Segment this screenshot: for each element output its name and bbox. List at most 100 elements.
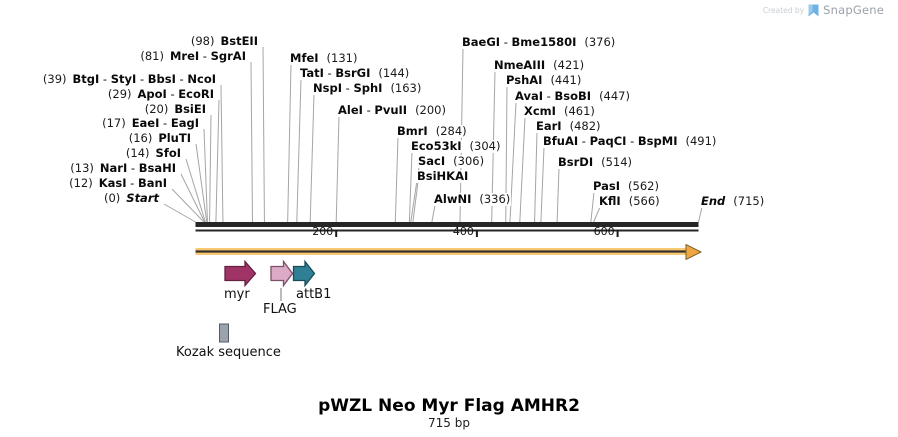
site-position: (447)	[599, 89, 630, 103]
restriction-site-label: Eco53kI(304)	[410, 140, 502, 153]
enzyme-names: PasI	[593, 179, 621, 193]
feature-label-flag: FLAG	[263, 302, 297, 317]
restriction-site-label: AleI - PvuII(200)	[337, 104, 447, 117]
site-leader-line	[296, 78, 302, 223]
site-position: (144)	[378, 66, 410, 80]
restriction-site-label: (81) MreI - SgrAI	[139, 50, 247, 63]
site-position: (98)	[190, 34, 215, 48]
site-leader-line	[262, 46, 265, 223]
restriction-site-label: PshAI(441)	[505, 73, 583, 87]
enzyme-names: BaeGI - Bme1580I	[462, 35, 577, 49]
enzyme-names: BmrI	[397, 124, 428, 138]
enzyme-names: TatI - BsrGI	[300, 66, 371, 80]
plasmid-length: 715 bp	[428, 416, 470, 430]
restriction-site-label: EarI(482)	[535, 120, 602, 133]
restriction-site-label: BmrI (284)	[396, 125, 468, 138]
site-leader-line	[180, 173, 206, 223]
enzyme-names: NspI - SphI	[313, 81, 383, 95]
site-position: (17)	[102, 116, 126, 130]
restriction-site-label: AvaI - BsoBI (447)	[514, 90, 631, 103]
restriction-site-label: MfeI(131)	[289, 51, 359, 65]
site-position: (482)	[569, 119, 601, 133]
restriction-site-label: SacI (306)	[417, 154, 486, 168]
restriction-site-label: AlwNI(336)	[433, 192, 512, 206]
feature-arrow-myr	[224, 259, 257, 288]
enzyme-names: KflI	[599, 194, 621, 208]
enzyme-names: SfoI	[155, 146, 181, 160]
restriction-site-label: (29)ApoI - EcoRI	[106, 87, 215, 101]
enzyme-names: BsiEI	[174, 102, 206, 116]
orf-arrow-core	[195, 250, 687, 253]
restriction-site-label: PasI(562)	[592, 180, 660, 193]
restriction-site-label: (20) BsiEI	[143, 102, 207, 116]
restriction-site-label: BsiHKAI	[416, 170, 470, 183]
site-position: (81)	[140, 49, 164, 63]
enzyme-names: AvaI - BsoBI	[515, 89, 592, 103]
site-leader-line	[185, 158, 206, 223]
sequence-bar	[195, 222, 699, 227]
site-position: (514)	[601, 155, 633, 169]
enzyme-names: MreI - SgrAI	[169, 49, 246, 63]
feature-label-myr: myr	[224, 287, 250, 302]
site-position: (566)	[628, 194, 660, 208]
feature-arrow-attb1	[292, 259, 316, 288]
site-leader-line	[431, 204, 436, 223]
enzyme-names: BsrDI	[558, 155, 594, 169]
site-leader-line	[171, 188, 205, 223]
feature-label-attb1: attB1	[296, 287, 332, 302]
enzyme-names: XcmI	[524, 104, 556, 118]
ruler-tick-label: 200	[312, 225, 334, 238]
enzyme-names: PluTI	[158, 131, 191, 145]
site-leader-line	[590, 191, 595, 223]
enzyme-names: End	[701, 194, 726, 208]
enzyme-names: AleI - PvuII	[338, 103, 408, 117]
restriction-site-label: BaeGI - Bme1580I(376)	[461, 35, 617, 49]
site-leader-line	[593, 206, 601, 223]
enzyme-names: KasI - BanI	[98, 176, 167, 190]
site-position: (12)	[69, 176, 93, 190]
enzyme-names: BtgI - StyI - BbsI - NcoI	[72, 72, 217, 86]
restriction-site-label: (0)Start	[102, 191, 160, 205]
site-position: (306)	[453, 154, 485, 168]
site-position: (284)	[435, 124, 467, 138]
restriction-site-label: (12) KasI - BanI	[68, 177, 168, 190]
restriction-site-label: KflI (566)	[598, 195, 661, 208]
feature-arrow-flag	[270, 259, 294, 288]
site-leader-line	[203, 128, 208, 223]
site-position: (461)	[563, 104, 595, 118]
feature-label-kozak-sequence: Kozak sequence	[176, 345, 281, 360]
enzyme-names: ApoI - EcoRI	[137, 87, 215, 101]
enzyme-names: AlwNI	[434, 192, 472, 206]
site-leader-line	[195, 143, 208, 223]
snapgene-logo-icon	[808, 4, 819, 16]
site-leader-line	[412, 181, 419, 223]
site-leader-line	[220, 84, 224, 223]
restriction-site-label: XcmI (461)	[523, 105, 596, 118]
site-leader-line	[394, 136, 399, 223]
site-position: (16)	[128, 131, 153, 145]
enzyme-names: NarI - BsaHI	[99, 161, 176, 175]
site-leader-line	[209, 114, 212, 223]
site-position: (131)	[326, 51, 358, 65]
enzyme-names: SacI	[418, 154, 446, 168]
site-position: (20)	[144, 102, 169, 116]
restriction-site-label: BsrDI (514)	[557, 155, 634, 169]
site-leader-line	[408, 151, 413, 223]
site-leader-line	[335, 115, 340, 223]
restriction-site-label: End(715)	[700, 194, 766, 208]
created-by-text: Created by	[762, 5, 805, 15]
site-leader-line	[540, 146, 545, 223]
site-leader-line	[287, 63, 292, 223]
site-position: (14)	[125, 146, 150, 160]
site-leader-line	[163, 203, 196, 223]
plasmid-title: pWZL Neo Myr Flag AMHR2	[318, 396, 580, 416]
site-leader-line	[698, 206, 703, 223]
site-position: (0)	[103, 191, 121, 205]
site-position: (491)	[685, 134, 717, 148]
site-leader-line	[250, 61, 253, 223]
sequence-baseline	[195, 229, 699, 232]
enzyme-names: PshAI	[506, 73, 543, 87]
site-position: (39)	[42, 72, 67, 86]
restriction-site-label: (39) BtgI - StyI - BbsI - NcoI	[41, 72, 217, 86]
